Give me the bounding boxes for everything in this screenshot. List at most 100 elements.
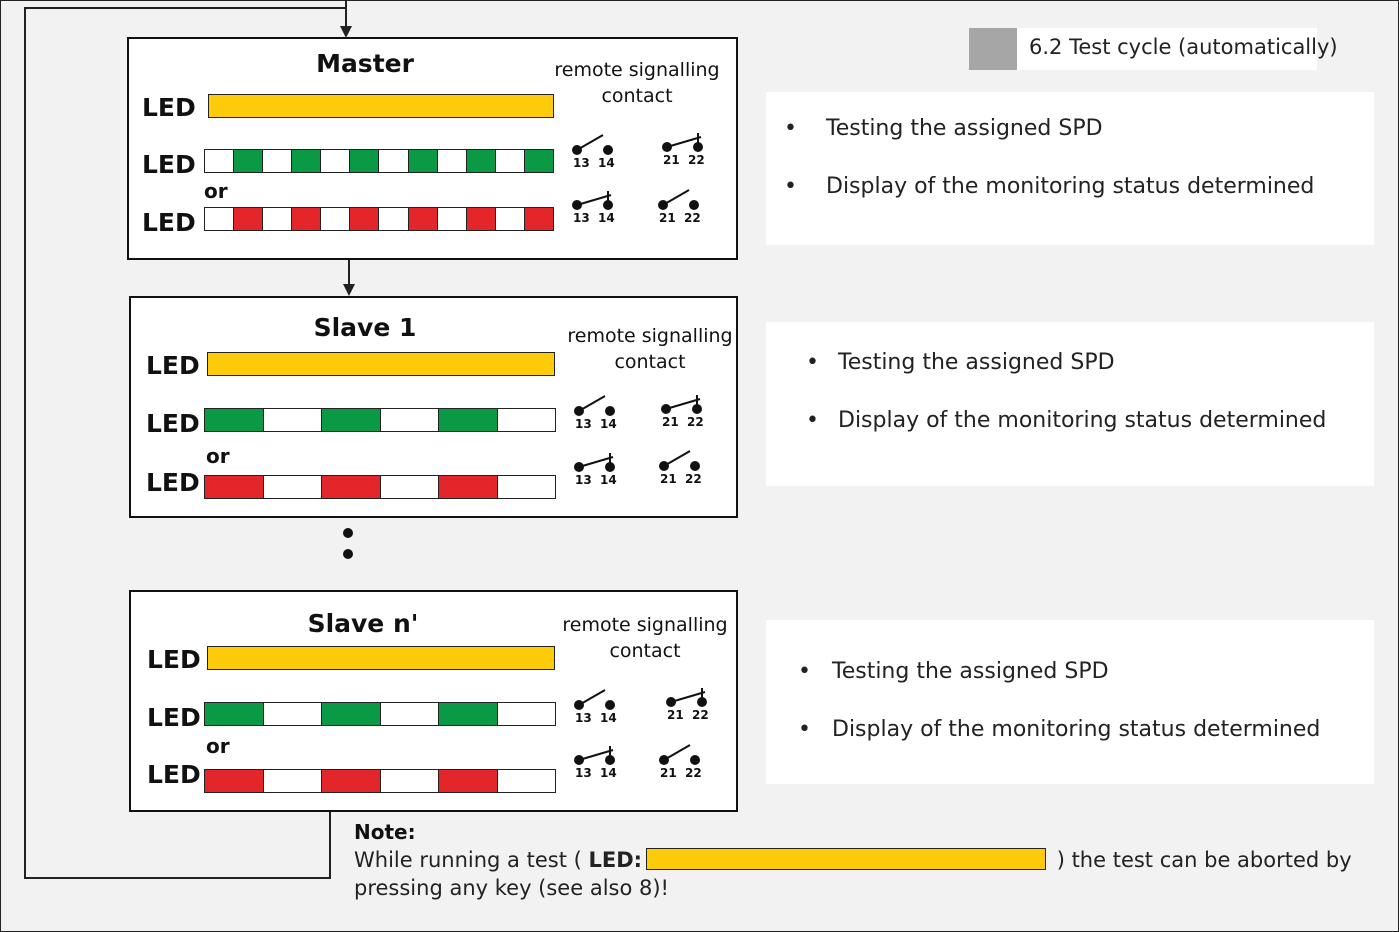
contact-number: 22 (687, 415, 704, 429)
arrow-master-to-slave-head (343, 284, 355, 296)
bullet: • (784, 174, 797, 199)
bullet: • (806, 350, 819, 375)
contact-number: 21 (660, 766, 677, 780)
contact-13-14-closed: 13 14 (571, 187, 631, 233)
contact-number: 13 (575, 473, 592, 487)
led-bar-green-blink (204, 408, 556, 432)
led-label: LED (146, 351, 200, 380)
section-title: 6.2 Test cycle (automatically) (1029, 35, 1338, 59)
contact-21-22-open: 21 22 (658, 742, 718, 788)
remote-signalling-label: remote signalling contact (560, 323, 740, 375)
description-item: Display of the monitoring status determi… (832, 717, 1321, 742)
slave-n-panel: Slave n' remote signalling contact LED L… (129, 590, 738, 812)
contact-number: 22 (685, 766, 702, 780)
contact-number: 13 (575, 417, 592, 431)
contact-number: 22 (684, 211, 701, 225)
remote-label-line1: remote signalling (562, 614, 728, 636)
note-led-label: LED: (588, 848, 643, 872)
section-swatch (969, 28, 1017, 70)
contact-number: 13 (573, 211, 590, 225)
description-item: Display of the monitoring status determi… (838, 408, 1327, 433)
led-bar-red-blink (204, 207, 554, 231)
contact-number: 13 (573, 156, 590, 170)
led-bar-red-blink (204, 475, 556, 499)
contact-number: 21 (662, 415, 679, 429)
contact-number: 21 (667, 708, 684, 722)
remote-label-line1: remote signalling (567, 325, 733, 347)
led-bar-red-blink (204, 769, 556, 793)
led-bar-yellow (207, 352, 555, 376)
led-label: LED (146, 409, 200, 438)
note-title: Note: (354, 820, 416, 844)
contact-number: 21 (659, 211, 676, 225)
description-item: Display of the monitoring status determi… (826, 174, 1315, 199)
remote-label-line1: remote signalling (554, 59, 720, 81)
led-label: LED (142, 208, 196, 237)
led-bar-green-blink (204, 149, 554, 173)
slave-1-panel: Slave 1 remote signalling contact LED LE… (129, 296, 738, 518)
led-label: LED (147, 703, 201, 732)
contact-21-22-closed: 21 22 (665, 684, 725, 730)
led-label: LED (146, 468, 200, 497)
bullet: • (798, 659, 811, 684)
slave-1-description: • Testing the assigned SPD • Display of … (766, 322, 1374, 486)
contact-number: 21 (663, 153, 680, 167)
panel-title: Slave 1 (313, 313, 417, 342)
contact-13-14-open: 13 14 (573, 393, 633, 439)
contact-number: 21 (660, 472, 677, 486)
continuation-dot (343, 528, 353, 538)
or-label: or (204, 179, 228, 203)
contact-number: 22 (688, 153, 705, 167)
led-bar-yellow (207, 646, 555, 670)
contact-number: 13 (575, 766, 592, 780)
description-item: Testing the assigned SPD (832, 659, 1109, 684)
led-label: LED (142, 93, 196, 122)
contact-21-22-closed: 21 22 (660, 391, 720, 437)
note-prefix: While running a test ( (354, 848, 589, 872)
master-description: • Testing the assigned SPD • Display of … (766, 92, 1374, 245)
slave-n-description: • Testing the assigned SPD • Display of … (766, 620, 1374, 784)
or-label: or (206, 444, 230, 468)
description-item: Testing the assigned SPD (838, 350, 1115, 375)
panel-title: Slave n' (307, 609, 419, 638)
contact-number: 13 (575, 711, 592, 725)
contact-13-14-open: 13 14 (573, 687, 633, 733)
bullet: • (784, 116, 797, 141)
led-label: LED (142, 150, 196, 179)
contact-number: 14 (598, 211, 615, 225)
contact-number: 14 (600, 417, 617, 431)
led-label: LED (147, 645, 201, 674)
remote-label-line2: contact (609, 640, 681, 662)
contact-number: 14 (600, 711, 617, 725)
led-label: LED (147, 760, 201, 789)
bullet: • (798, 717, 811, 742)
return-loop-line (24, 7, 345, 879)
contact-number: 14 (598, 156, 615, 170)
remote-label-line2: contact (601, 85, 673, 107)
or-label: or (206, 734, 230, 758)
remote-signalling-label: remote signalling contact (555, 612, 735, 664)
note-suffix: ) the test can be aborted by (1050, 848, 1352, 872)
contact-13-14-closed: 13 14 (573, 449, 633, 495)
contact-number: 22 (685, 472, 702, 486)
contact-21-22-open: 21 22 (657, 187, 717, 233)
master-panel: Master remote signalling contact LED LED… (127, 37, 738, 260)
remote-label-line2: contact (614, 351, 686, 373)
led-bar-yellow (208, 94, 554, 118)
contact-number: 14 (600, 766, 617, 780)
description-item: Testing the assigned SPD (826, 116, 1103, 141)
remote-signalling-label: remote signalling contact (547, 57, 727, 109)
contact-13-14-closed: 13 14 (573, 742, 633, 788)
contact-number: 14 (600, 473, 617, 487)
contact-number: 22 (692, 708, 709, 722)
note-line-2: pressing any key (see also 8)! (354, 876, 669, 900)
section-badge: 6.2 Test cycle (automatically) (969, 28, 1338, 70)
contact-13-14-open: 13 14 (571, 132, 631, 178)
continuation-dot (343, 549, 353, 559)
contact-21-22-closed: 21 22 (661, 129, 721, 175)
bullet: • (806, 408, 819, 433)
contact-21-22-open: 21 22 (658, 448, 718, 494)
note-line-1: While running a test ( LED: ) the test c… (354, 848, 1352, 872)
led-bar-green-blink (204, 702, 556, 726)
